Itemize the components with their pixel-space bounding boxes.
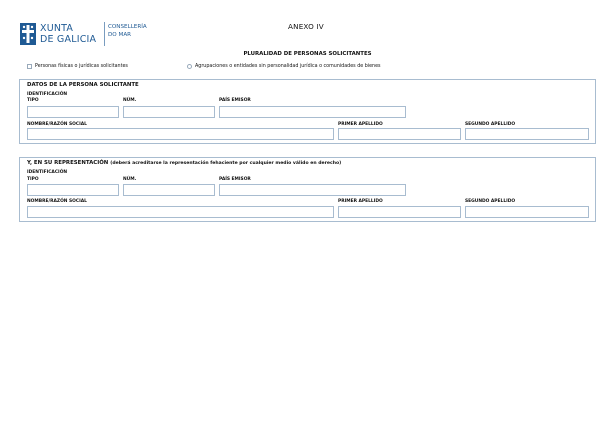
section2-title: Y, EN SU REPRESENTACIÓN (deberá acredita… [27, 160, 341, 166]
section1-pais-field[interactable] [219, 106, 406, 118]
annex-label: ANEXO IV [288, 22, 324, 31]
section2-apellido2-label: SEGUNDO APELLIDO [465, 199, 516, 204]
section1-num-field[interactable] [123, 106, 215, 118]
option2-label: Agrupaciones o entidades sin personalida… [195, 64, 381, 69]
section1-nombre-label: NOMBRE/RAZÓN SOCIAL [27, 122, 87, 127]
section1-tipo-label: TIPO [27, 98, 39, 103]
section2-num-field[interactable] [123, 184, 215, 196]
option1-label: Personas físicas o jurídicas solicitante… [35, 64, 128, 69]
section2-tipo-label: TIPO [27, 177, 39, 182]
logo-line2: DE GALICIA [40, 34, 97, 45]
logo-divider [104, 22, 105, 46]
section1-apellido1-label: PRIMER APELLIDO [338, 122, 383, 127]
section1-apellido2-field[interactable] [465, 128, 589, 140]
section2-nombre-field[interactable] [27, 206, 334, 218]
option-personas-fisicas[interactable]: Personas físicas o jurídicas solicitante… [27, 64, 128, 69]
checkbox-personas-fisicas[interactable] [27, 64, 32, 69]
section1-nombre-field[interactable] [27, 128, 334, 140]
section1-apellido1-field[interactable] [338, 128, 461, 140]
section2-pais-field[interactable] [219, 184, 406, 196]
section2-nombre-label: NOMBRE/RAZÓN SOCIAL [27, 199, 87, 204]
dept-line2: DO MAR [108, 32, 132, 38]
section1-tipo-field[interactable] [27, 106, 119, 118]
section2-pais-label: PAÍS EMISOR [219, 177, 251, 182]
xunta-logo: XUNTA DE GALICIA CONSELLERÍA DO MAR [20, 22, 160, 48]
section2-apellido2-field[interactable] [465, 206, 589, 218]
section2-apellido1-field[interactable] [338, 206, 461, 218]
galicia-cross-icon [20, 23, 36, 45]
section1-identification-label: IDENTIFICACIÓN [27, 92, 68, 97]
department-name: CONSELLERÍA DO MAR [108, 23, 147, 39]
section2-tipo-field[interactable] [27, 184, 119, 196]
section1-title: DATOS DE LA PERSONA SOLICITANTE [27, 82, 139, 88]
section-solicitante [19, 79, 596, 144]
section2-identification-label: IDENTIFICACIÓN [27, 170, 68, 175]
section1-num-label: NÚM. [123, 98, 137, 103]
section2-num-label: NÚM. [123, 177, 137, 182]
logo-text: XUNTA DE GALICIA [40, 23, 96, 45]
section2-note: (deberá acreditarse la representación fe… [110, 161, 342, 166]
option-agrupaciones[interactable]: Agrupaciones o entidades sin personalida… [187, 64, 381, 69]
section-representacion [19, 157, 596, 222]
section1-pais-label: PAÍS EMISOR [219, 98, 251, 103]
logo-line1: XUNTA [40, 23, 74, 34]
section1-apellido2-label: SEGUNDO APELLIDO [465, 122, 516, 127]
form-title: PLURALIDAD DE PERSONAS SOLICITANTES [243, 51, 372, 57]
section2-apellido1-label: PRIMER APELLIDO [338, 199, 383, 204]
dept-line1: CONSELLERÍA [108, 24, 147, 30]
radio-agrupaciones[interactable] [187, 64, 192, 69]
section2-title-text: Y, EN SU REPRESENTACIÓN [27, 160, 109, 166]
